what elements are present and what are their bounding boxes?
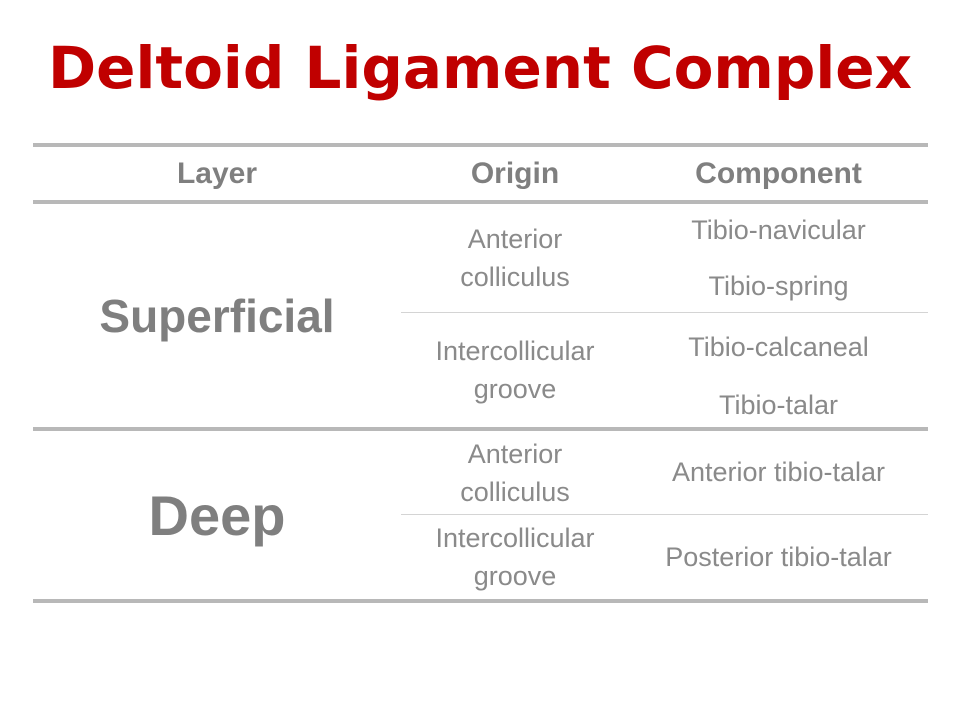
deep-group-divider bbox=[401, 514, 928, 515]
origin-cell: Anterior colliculus bbox=[401, 204, 629, 312]
component-cell: Tibio-spring bbox=[708, 270, 849, 301]
header-component: Component bbox=[695, 156, 862, 190]
origin-cell: Intercollicular groove bbox=[401, 515, 629, 599]
table-top-rule bbox=[33, 143, 928, 147]
component-cell: Posterior tibio-talar bbox=[665, 541, 892, 572]
header-bottom-rule bbox=[33, 200, 928, 204]
ligament-table: Layer Origin Component Superficial Anter… bbox=[33, 143, 928, 603]
header-origin: Origin bbox=[470, 156, 560, 190]
layer-divider-rule bbox=[33, 427, 928, 431]
origin-label: Intercollicular groove bbox=[435, 336, 595, 404]
origin-cell: Anterior colliculus bbox=[401, 431, 629, 514]
header-layer: Layer bbox=[176, 156, 258, 190]
origin-label: Anterior colliculus bbox=[460, 224, 570, 292]
layer-superficial: Superficial bbox=[99, 289, 335, 342]
superficial-group-divider bbox=[401, 312, 928, 313]
origin-cell: Intercollicular groove bbox=[401, 313, 629, 427]
component-cell: Anterior tibio-talar bbox=[671, 457, 886, 487]
component-cell: Tibio-talar bbox=[718, 389, 839, 420]
slide-title: Deltoid Ligament Complex bbox=[48, 34, 912, 102]
component-cell: Tibio-navicular bbox=[691, 214, 866, 245]
table-bottom-rule bbox=[33, 599, 928, 603]
origin-label: Anterior colliculus bbox=[460, 438, 570, 507]
origin-label: Intercollicular groove bbox=[435, 523, 595, 591]
layer-deep: Deep bbox=[148, 483, 286, 547]
component-cell: Tibio-calcaneal bbox=[688, 331, 869, 362]
